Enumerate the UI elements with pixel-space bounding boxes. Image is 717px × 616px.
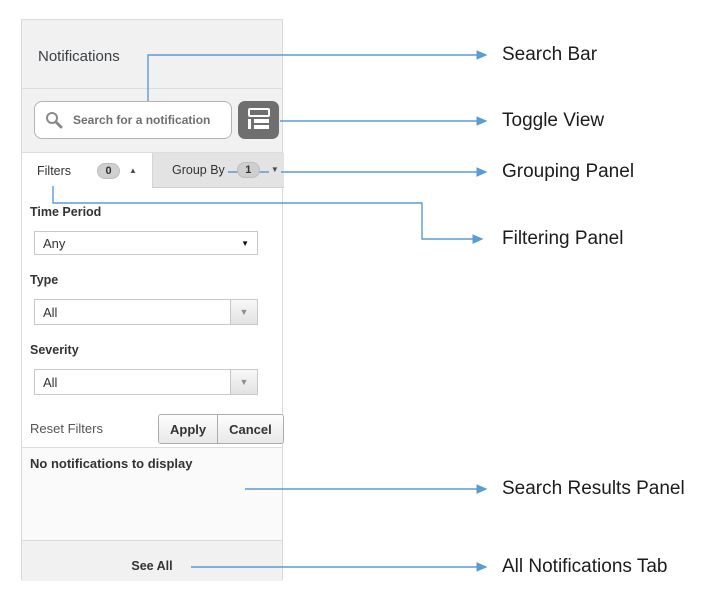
tab-filters[interactable]: Filters 0 ▲ [22, 153, 152, 188]
type-value: All [43, 304, 58, 320]
select-caret-icon: ▼ [239, 377, 249, 387]
annotation-grouping-panel: Grouping Panel [502, 161, 635, 182]
filters-count-badge: 0 [97, 162, 121, 179]
grouping-panel-tabs: Filters 0 ▲ Group By 1 ▼ [22, 153, 284, 188]
search-icon [45, 111, 63, 129]
page-title: Notifications [38, 48, 120, 65]
severity-value: All [43, 374, 58, 390]
select-caret-icon: ▼ [239, 307, 249, 317]
reset-filters-link[interactable]: Reset Filters [30, 421, 103, 436]
annotation-search-results-panel: Search Results Panel [502, 478, 685, 499]
annotation-search-bar: Search Bar [502, 44, 598, 65]
tab-group-by[interactable]: Group By 1 ▼ [152, 153, 284, 188]
severity-label: Severity [30, 343, 79, 357]
dropdown-arrow-button[interactable]: ▼ [230, 300, 257, 324]
search-results-panel: No notifications to display [22, 448, 282, 541]
filter-action-buttons: Apply Cancel [158, 414, 284, 444]
caret-down-icon[interactable]: ▼ [268, 164, 281, 176]
select-caret-icon: ▼ [241, 238, 249, 248]
time-period-label: Time Period [30, 205, 102, 219]
group-by-tab-label: Group By [172, 163, 225, 177]
time-period-select[interactable]: Any ▼ [34, 231, 258, 255]
see-all-link[interactable]: See All [131, 559, 173, 573]
type-label: Type [30, 273, 59, 287]
annotation-filtering-panel: Filtering Panel [502, 228, 624, 249]
filtering-panel: Time Period Any ▼ Type All ▼ Severity Al… [22, 188, 284, 448]
type-select[interactable]: All ▼ [34, 299, 258, 325]
dropdown-arrow-button[interactable]: ▼ [230, 370, 257, 394]
panel-header: Notifications [22, 20, 282, 89]
group-by-count-badge: 1 [236, 162, 260, 178]
search-placeholder: Search for a notification [73, 113, 211, 127]
annotation-all-notifications-tab: All Notifications Tab [502, 556, 668, 577]
search-bar-section: Search for a notification [22, 89, 282, 153]
filters-tab-label: Filters [37, 163, 72, 178]
empty-results-message: No notifications to display [30, 456, 193, 471]
search-input[interactable]: Search for a notification [34, 101, 232, 139]
all-notifications-tab: See All [22, 541, 282, 581]
toggle-view-button[interactable] [238, 101, 279, 139]
severity-select[interactable]: All ▼ [34, 369, 258, 395]
annotation-toggle-view: Toggle View [502, 110, 605, 131]
cancel-button[interactable]: Cancel [218, 415, 283, 443]
time-period-value: Any [43, 235, 66, 251]
notifications-panel: Notifications Search for a notification [21, 19, 284, 581]
apply-button[interactable]: Apply [159, 415, 219, 443]
list-view-icon [246, 107, 271, 134]
caret-up-icon[interactable]: ▲ [129, 165, 137, 175]
